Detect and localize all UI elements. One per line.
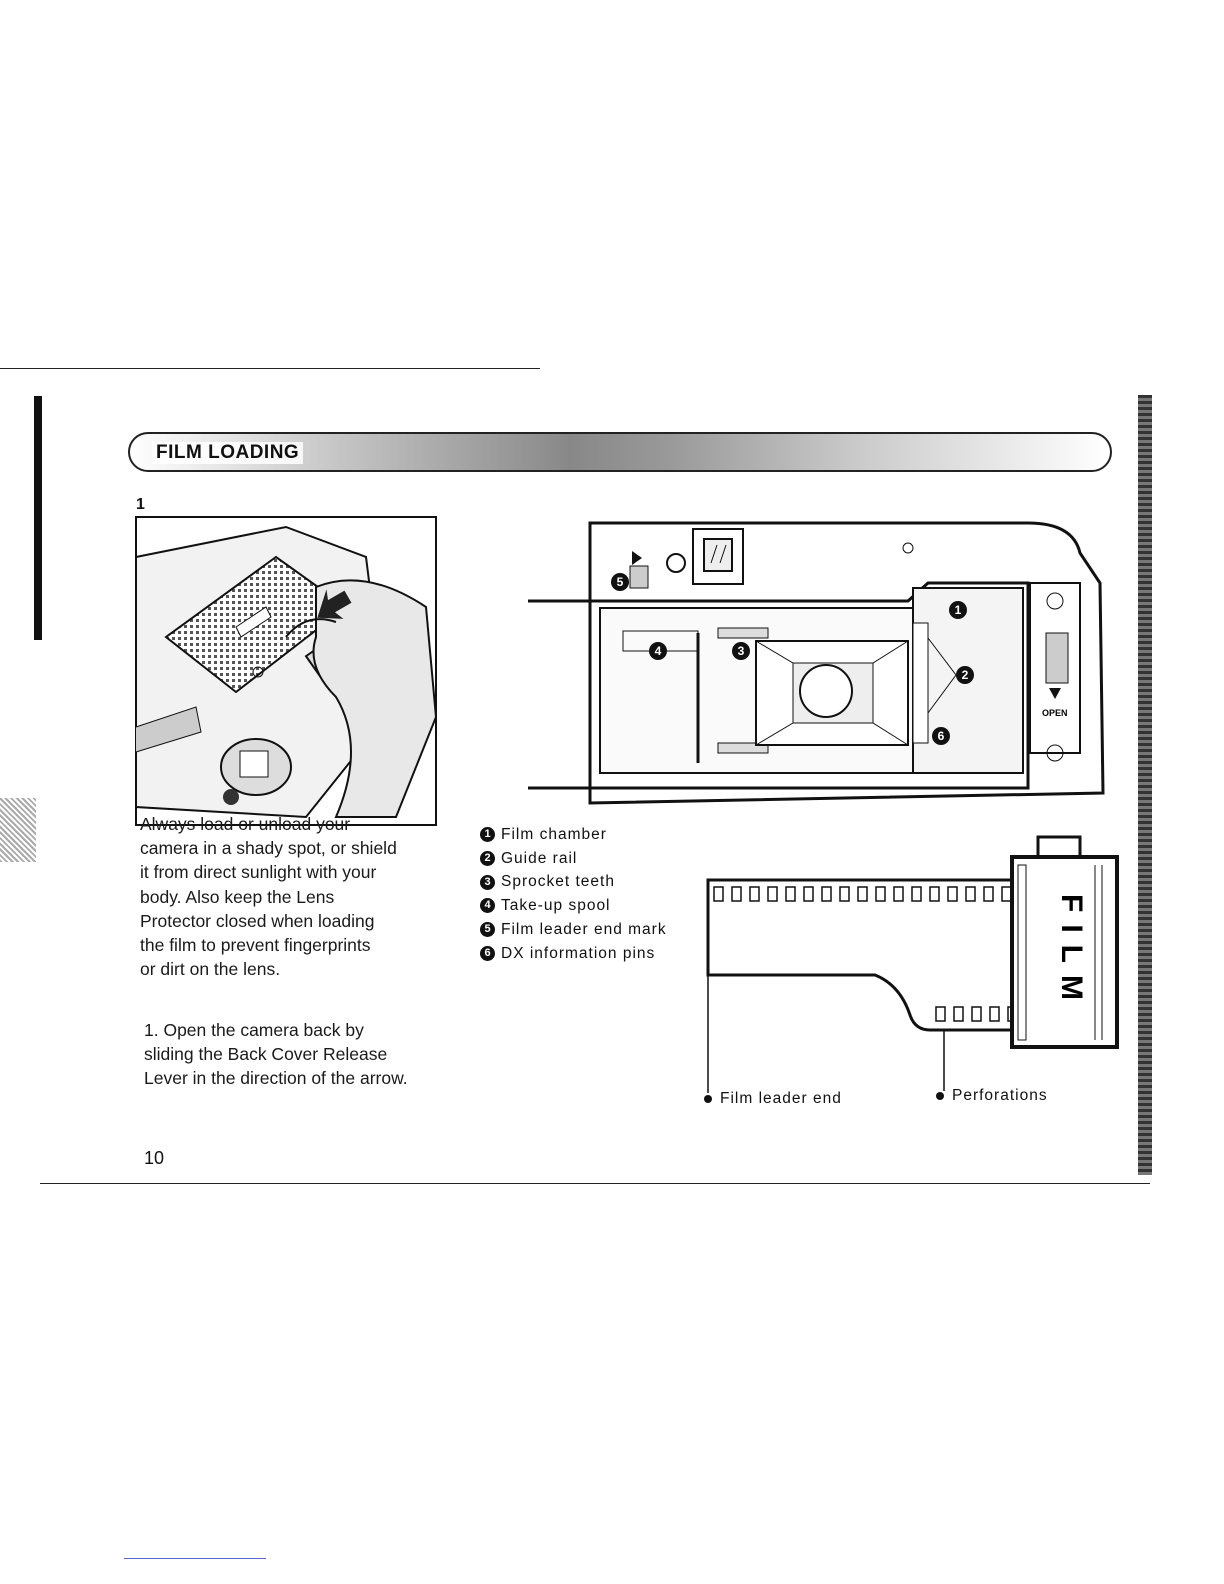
- svg-text:5: 5: [617, 575, 624, 589]
- bullet-icon: [704, 1094, 712, 1103]
- section-title: FILM LOADING: [152, 442, 304, 464]
- left-margin-bar: [34, 396, 42, 640]
- camera-back-illustration: [135, 516, 438, 826]
- intro-paragraph: Always load or unload your camera in a s…: [140, 814, 397, 980]
- callout-5: [611, 573, 629, 591]
- bullet-icon: [936, 1091, 944, 1100]
- step-number-label: 1: [136, 496, 145, 513]
- right-scan-edge: [1138, 395, 1152, 1175]
- svg-text:6: 6: [938, 729, 945, 743]
- svg-text:2: 2: [962, 668, 969, 682]
- svg-text:3: 3: [738, 644, 745, 658]
- page-number: 10: [144, 1148, 165, 1168]
- left-scan-smudge: [0, 798, 36, 862]
- callout-3: [732, 642, 750, 660]
- cartridge-label: FILM: [1055, 894, 1088, 1012]
- callout-1: [949, 601, 967, 619]
- film-leader-caption: Film leader end: [704, 1090, 842, 1108]
- svg-text:1: 1: [955, 603, 962, 617]
- open-label: OPEN: [1042, 708, 1068, 718]
- top-rule: [0, 368, 540, 369]
- callout-6: [932, 727, 950, 745]
- perforations-caption: Perforations: [936, 1087, 1048, 1105]
- bottom-rule: [40, 1183, 1150, 1184]
- open-camera-diagram: OPEN 1 2 3 4 5 6: [528, 521, 1105, 805]
- svg-text:4: 4: [655, 644, 662, 658]
- film-cartridge-diagram: FILM: [706, 835, 1119, 1093]
- footer-blue-line: [124, 1558, 266, 1559]
- callout-2: [956, 666, 974, 684]
- section-banner: FILM LOADING: [128, 432, 1112, 472]
- step-instruction: 1. Open the camera back by sliding the B…: [144, 1020, 408, 1089]
- callout-4: [649, 642, 667, 660]
